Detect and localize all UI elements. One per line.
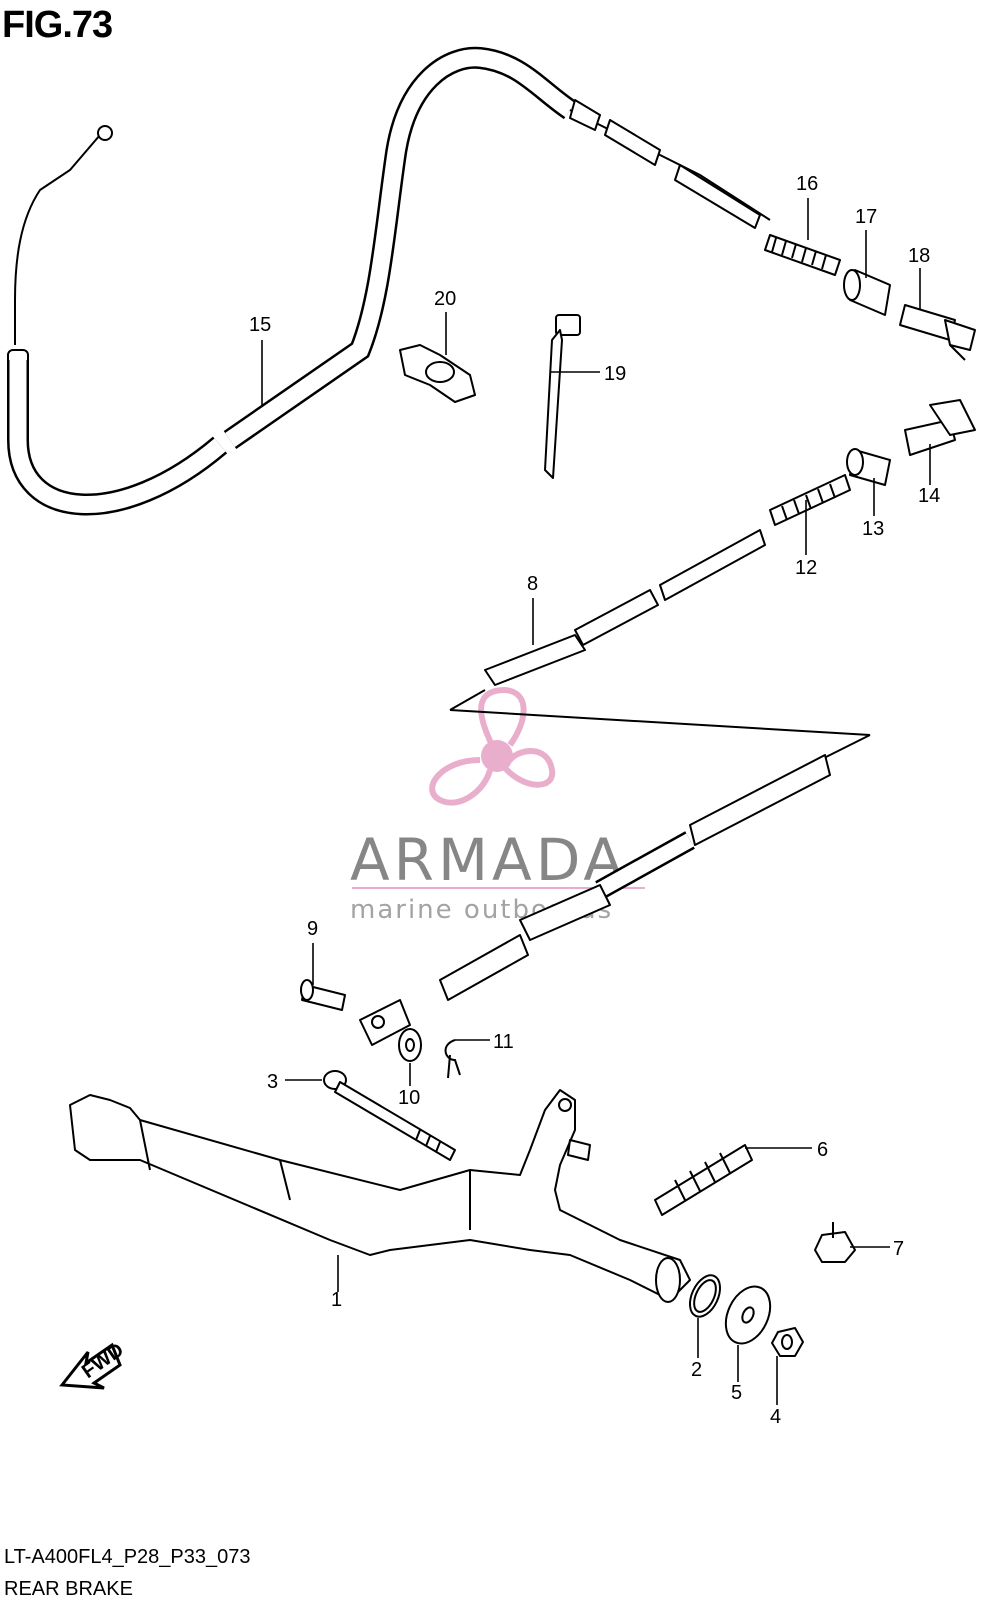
part-label-16: 16 [796,173,818,195]
part-label-18: 18 [908,245,930,267]
part-5-washer [724,1285,772,1345]
part-label-14: 14 [918,485,940,507]
part-label-17: 17 [855,206,877,228]
part-14-cable-holder [904,399,976,456]
propeller-logo-icon [429,686,556,806]
part-label-12: 12 [795,557,817,579]
part-label-8: 8 [527,573,538,595]
part-9-clevis-pin [300,979,346,1011]
part-label-4: 4 [770,1406,781,1428]
part-label-3: 3 [267,1071,278,1093]
part-label-13: 13 [862,518,884,540]
part-label-2: 2 [691,1359,702,1381]
part-6-return-spring [654,1144,753,1216]
part-11-cotter-pin [444,1039,461,1079]
part-17-bushing [843,269,891,316]
part-12-spring [769,474,851,526]
part-10-washer [398,1028,422,1062]
part-20-cable-clamp [399,344,476,403]
part-label-19: 19 [604,363,626,385]
part-2-o-ring [688,1274,722,1318]
part-13-bushing [846,448,891,486]
part-label-1: 1 [331,1289,342,1311]
figure-title: FIG.73 [2,4,113,46]
part-1-brake-pedal [69,1089,691,1303]
part-label-5: 5 [731,1382,742,1404]
part-7-adjuster-nut [814,1222,856,1263]
part-15-brake-cable-upper [7,46,771,516]
part-3-bolt [323,1070,456,1161]
part-label-6: 6 [817,1139,828,1161]
part-18-cable-holder [899,304,976,361]
part-label-20: 20 [434,288,456,310]
watermark-brand: ARMADA [350,826,627,894]
part-label-9: 9 [307,918,318,940]
part-19-cable-tie [544,314,581,479]
part-4-nut [771,1327,804,1357]
figure-caption: REAR BRAKE [4,1578,133,1600]
fwd-arrow-icon: FWD [59,1339,128,1390]
leader-lines [261,198,931,1405]
part-8-brake-cable-lower [359,529,871,1046]
part-16-spring [764,234,841,276]
part-label-15: 15 [249,314,271,336]
part-label-10: 10 [398,1087,420,1109]
part-label-7: 7 [893,1238,904,1260]
figure-code: LT-A400FL4_P28_P33_073 [4,1546,251,1568]
part-label-11: 11 [493,1031,514,1053]
part-number-labels: 16 17 18 20 15 19 14 13 12 8 9 11 3 10 6… [249,173,940,1428]
